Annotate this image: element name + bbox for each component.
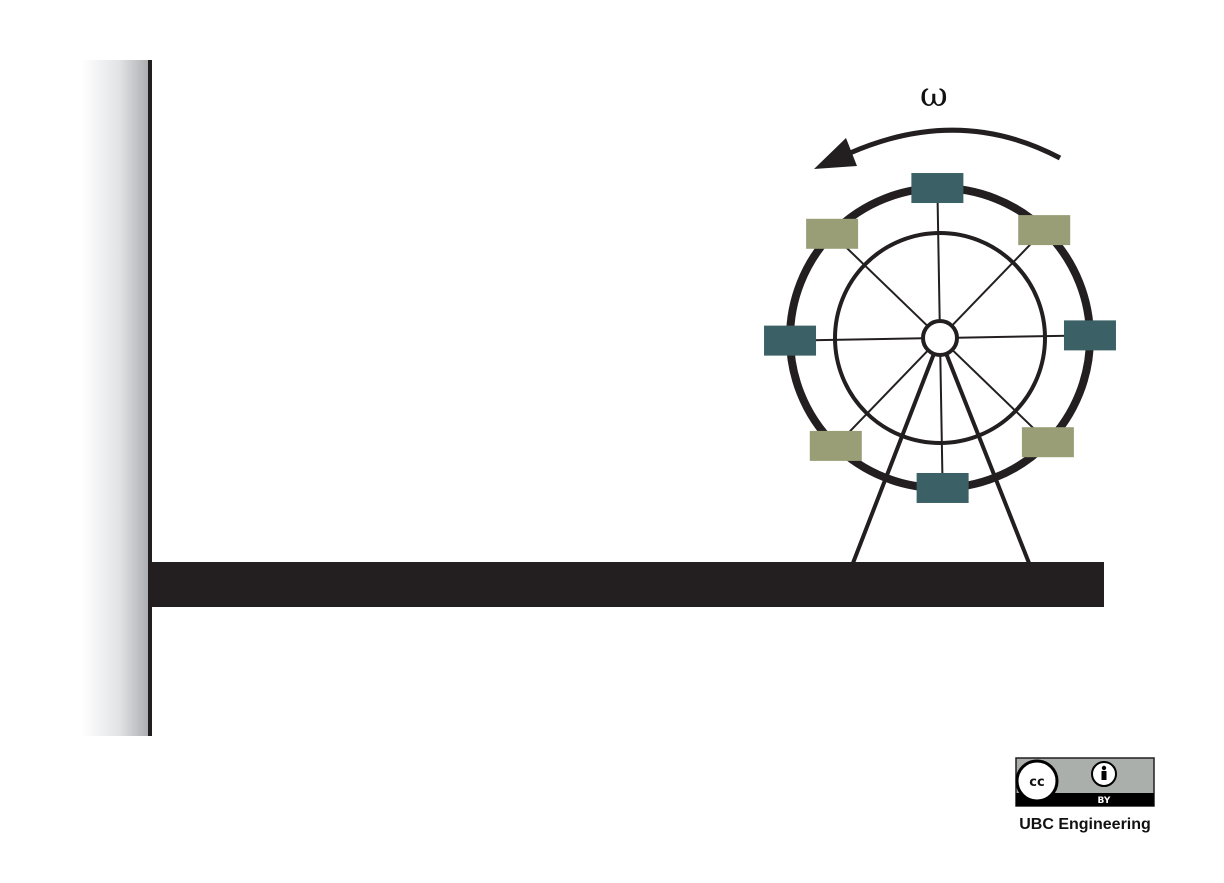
hub xyxy=(921,319,959,357)
attribution-icon-body xyxy=(1101,771,1107,780)
support-leg-right xyxy=(938,337,1031,564)
omega-label: ω xyxy=(920,75,948,115)
cabin xyxy=(806,218,859,249)
spoke xyxy=(939,354,944,488)
cabin xyxy=(764,325,817,356)
cabins xyxy=(764,173,1116,503)
rotation-arrow xyxy=(849,127,1062,161)
cc-label: cc xyxy=(1029,775,1044,790)
spoke xyxy=(951,229,1045,327)
cantilever-beam xyxy=(150,562,1104,607)
credit-text: UBC Engineering xyxy=(1019,816,1151,833)
spoke xyxy=(951,349,1049,443)
attribution-icon-head xyxy=(1101,765,1107,771)
cabin xyxy=(809,430,862,461)
ferris-wheel xyxy=(764,173,1116,503)
cabin xyxy=(1021,427,1074,458)
cabin xyxy=(916,472,969,503)
by-label: BY xyxy=(1098,796,1111,806)
arrow-head xyxy=(814,138,857,169)
spoke xyxy=(831,233,929,327)
spoke xyxy=(835,349,929,447)
cabin xyxy=(911,173,964,204)
wall-shading xyxy=(82,60,150,736)
cabin xyxy=(1018,215,1071,246)
cc-circle xyxy=(1015,759,1059,803)
inner-rim xyxy=(833,231,1047,445)
cc-by-badge: cc BY xyxy=(1015,757,1155,807)
support-leg-left xyxy=(851,337,942,564)
cabin xyxy=(1063,320,1116,351)
spokes xyxy=(790,188,1090,488)
spoke xyxy=(936,188,941,322)
